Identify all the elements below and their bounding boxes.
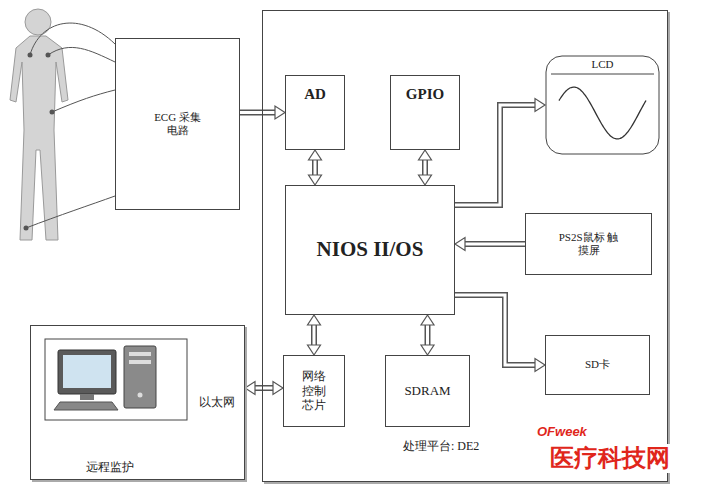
connector-inner [424,159,427,176]
connector-inner [314,159,317,176]
node-text: 处理平台: DE2 [403,439,479,453]
acquisition-box: ECG 采集电路 [115,38,240,210]
connector [419,150,432,185]
arrowhead [275,106,285,119]
power-button [138,393,143,398]
monitor-screen [63,355,111,388]
connector-inner [254,387,274,390]
connector-inner [240,111,276,114]
lcd-screen: LCD [545,55,660,155]
arrowhead [308,345,321,355]
lead-wire [30,23,115,55]
node-text: SD卡 [585,358,610,371]
monitor-stand [80,394,94,400]
arrowhead [245,382,255,395]
sine-wave [559,87,646,139]
lcd-frame [546,56,659,154]
connector-outer [422,159,428,176]
node-text: 远程监护 [86,460,134,474]
edge-label: 以太网 [197,395,237,409]
connector-outer [240,110,276,116]
connector [245,382,283,395]
connector [308,315,321,355]
lead-wire [26,196,115,228]
connector [455,99,545,206]
connector-inner [455,105,536,205]
keyboard [54,402,118,410]
connector-outer [455,105,536,205]
node-text: AD [304,85,326,103]
arrowhead [535,359,545,372]
node-text: ECG 采集电路 [152,111,204,137]
cpu-box: NIOS II/OS [285,185,455,315]
connector [455,295,545,372]
arrowhead [309,150,322,160]
lead-wire [48,47,115,62]
pc-tower [124,346,156,408]
node-text: SDRAM [404,383,450,399]
connector-outer [464,241,525,247]
connector-outer [425,324,431,346]
node-text: PS2S鼠标 触摸屏 [559,231,619,257]
watermark-logo: OFweek [535,424,589,440]
sdram-box: SDRAM [385,355,470,427]
connector [455,238,525,251]
monitor [58,350,116,394]
figure-body [10,36,68,240]
lead-wire [52,90,115,112]
connector-outer [254,385,274,391]
node-text: GPIO [406,85,444,103]
drive-bay [129,352,151,356]
arrowhead [419,175,432,185]
ad-box: AD [285,75,345,150]
computer-illustration [45,339,187,420]
connector [421,315,434,355]
human-figure [10,9,115,240]
sd-card-box: SD卡 [545,335,650,395]
arrowhead [273,382,283,395]
node-text: NIOS II/OS [317,237,424,262]
network-chip-box: 网络 控制 芯片 [283,355,345,427]
gpio-box: GPIO [390,75,460,150]
arrowhead [308,315,321,325]
arrowhead [535,99,545,112]
connector-outer [312,159,318,176]
arrowhead [455,238,465,251]
platform-box: AD GPIO LCD NIOS II/OS PS2S鼠标 触摸屏 SD卡网络 控制 芯片… [262,10,668,482]
node-text: LCD [545,58,660,71]
arrowhead [309,175,322,185]
node-text: 网络 控制 芯片 [299,369,329,412]
drive-bay [129,360,151,364]
arrowhead [421,315,434,325]
arrowhead [421,345,434,355]
figure-head [25,9,51,35]
connector-outer [311,324,317,346]
connector [309,150,322,185]
connector-inner [464,243,525,246]
connector-inner [426,324,429,346]
inner-frame [45,339,187,420]
lcd-band-line [551,74,654,75]
connector-inner [313,324,316,346]
arrowhead [419,150,432,160]
watermark: 医疗科技网 [548,444,672,473]
input-box: PS2S鼠标 触摸屏 [525,213,652,275]
